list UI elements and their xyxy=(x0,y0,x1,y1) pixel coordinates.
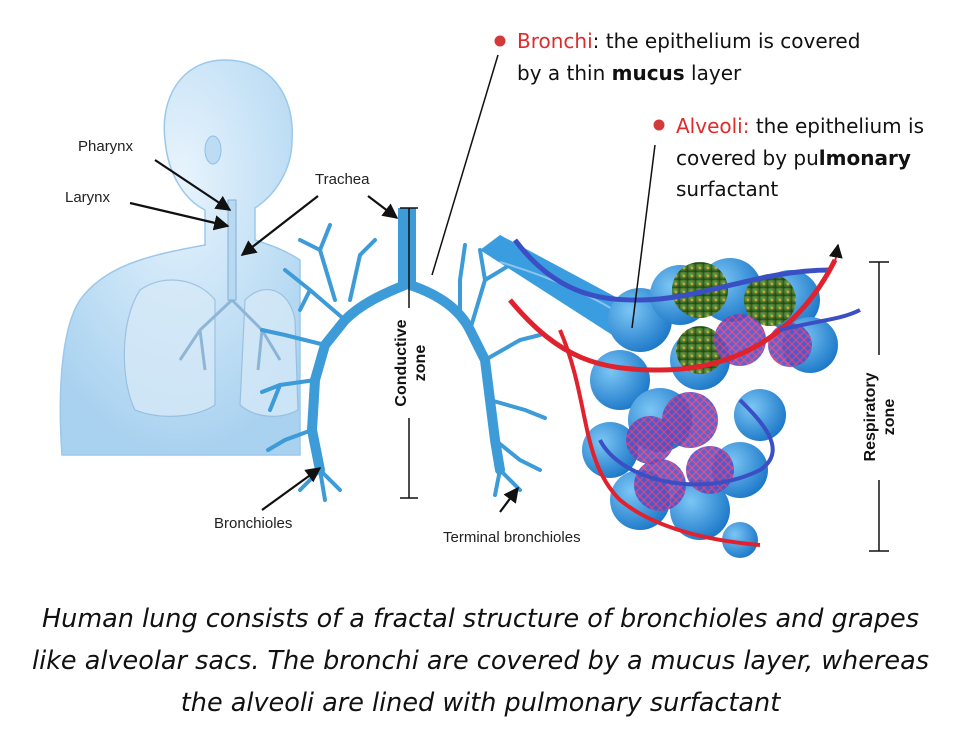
bronchioles-label: Bronchioles xyxy=(214,515,292,532)
human-torso xyxy=(59,59,301,456)
figure-caption: Human lung consists of a fractal structu… xyxy=(0,598,961,724)
respiratory-zone-label: Respiratory zone xyxy=(862,372,898,461)
conductive-zone-label: Conductive zone xyxy=(393,319,429,406)
svg-text:surfactant: surfactant xyxy=(676,177,778,201)
caption-line-2: like alveolar sacs. The bronchi are cove… xyxy=(32,646,929,676)
alveolar-sac xyxy=(480,235,861,558)
terminal-bronchioles-label: Terminal bronchioles xyxy=(443,529,581,546)
bronchi-term: Bronchi xyxy=(517,29,593,53)
larynx-label: Larynx xyxy=(65,189,111,206)
alveoli-bullet-icon xyxy=(653,119,665,131)
alveoli-note: Alveoli: the epithelium is covered by pu… xyxy=(653,114,924,201)
lung-diagram: Conductive zone Respiratory zone Pharynx… xyxy=(59,29,924,558)
bronchi-bullet-icon xyxy=(494,35,506,47)
svg-text:Bronchi: the epithelium is cov: Bronchi: the epithelium is covered xyxy=(517,29,860,53)
svg-text:Respiratory: Respiratory xyxy=(862,372,879,461)
caption-line-1: Human lung consists of a fractal structu… xyxy=(41,604,919,634)
svg-text:by a thin mucus layer: by a thin mucus layer xyxy=(517,61,742,85)
alveoli-callout-line xyxy=(631,144,656,329)
svg-text:zone: zone xyxy=(412,345,429,382)
svg-text:covered by pulmonary: covered by pulmonary xyxy=(676,146,911,170)
trachea-label: Trachea xyxy=(315,171,370,188)
torso-trachea xyxy=(227,199,237,301)
bronchi-callout-line xyxy=(431,54,499,276)
alveoli-term: Alveoli: xyxy=(676,114,749,138)
svg-text:Conductive: Conductive xyxy=(393,319,410,406)
svg-text:zone: zone xyxy=(881,399,898,436)
conductive-zone-bracket xyxy=(400,207,418,499)
bronchi-note: Bronchi: the epithelium is covered by a … xyxy=(494,29,860,85)
pharynx-label: Pharynx xyxy=(78,138,134,155)
respiratory-zone-bracket xyxy=(869,261,889,552)
pointer-arrows xyxy=(129,159,519,513)
caption-line-3: the alveoli are lined with pulmonary sur… xyxy=(180,688,781,718)
svg-text:Alveoli: the epithelium is: Alveoli: the epithelium is xyxy=(676,114,924,138)
